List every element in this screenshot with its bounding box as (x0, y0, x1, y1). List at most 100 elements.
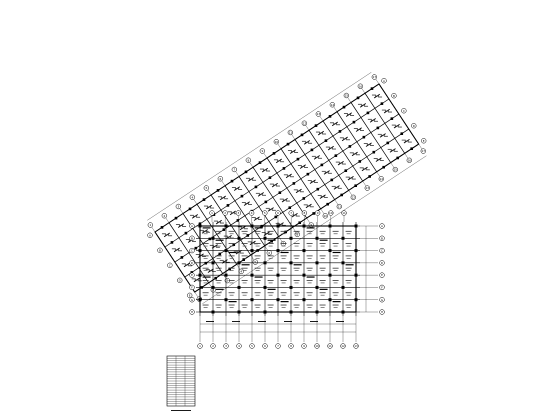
beam-annotation (380, 134, 385, 136)
beam-annotation (281, 270, 286, 271)
beam-annotation (261, 232, 266, 234)
axis-bubble-top: 8 (301, 210, 308, 216)
beam-annotation (281, 282, 286, 284)
axis-bubble-top: 8 (245, 157, 252, 163)
axis-circle (167, 262, 173, 268)
beam-annotation (247, 204, 252, 205)
beam-annotation (179, 225, 184, 226)
axis-label: 7 (277, 344, 279, 348)
beam-annotation (187, 265, 192, 267)
axis-circle (301, 120, 308, 126)
upper-wing-plan: 1122334455667788991010111112121313141415… (147, 72, 427, 304)
beam-annotation (333, 245, 338, 247)
beam-annotation (306, 255, 313, 257)
column (341, 236, 345, 240)
beam-annotation (252, 179, 257, 181)
beam-annotation (309, 206, 314, 208)
column (236, 219, 240, 222)
axis-label: 8 (247, 158, 249, 162)
beam-annotation (311, 155, 316, 157)
axis-label: 10 (324, 214, 328, 218)
axis-label: 1 (149, 223, 151, 227)
beam-annotation (281, 294, 286, 296)
axis-circle (252, 259, 258, 265)
beam-annotation (281, 307, 286, 308)
beam-annotation (307, 282, 312, 284)
beam-annotation (356, 129, 361, 130)
beam-annotation (251, 217, 256, 218)
beam-annotation (242, 257, 247, 259)
beam-annotation (254, 280, 261, 281)
column (352, 120, 356, 124)
axis-label: 2 (212, 288, 214, 292)
axis-circle (350, 194, 356, 200)
beam-annotation (294, 294, 299, 296)
beam-annotation (280, 161, 285, 163)
axis-label: 6 (268, 251, 270, 255)
beam-annotation (303, 204, 308, 206)
beam-annotation (293, 230, 300, 232)
axis-circle (222, 210, 228, 216)
column (211, 261, 215, 265)
column (250, 249, 254, 253)
column (310, 148, 314, 152)
beam-annotation (281, 257, 286, 259)
column (237, 236, 241, 240)
beam-annotation (332, 267, 339, 269)
beam-annotation (277, 160, 282, 162)
axis-bubble-top: 14 (329, 102, 336, 108)
column (328, 273, 332, 277)
axis-label: G (191, 298, 193, 302)
beam-annotation (337, 187, 342, 189)
beam-annotation (332, 280, 339, 281)
axis-bubble-bottom: 12 (340, 343, 346, 349)
beam-annotation (345, 304, 352, 306)
beam-annotation (199, 229, 204, 231)
axis-circle (353, 343, 359, 349)
beam-annotation (228, 304, 235, 306)
axis-leader (235, 171, 240, 177)
axis-circle (177, 277, 183, 284)
beam-annotation (346, 294, 351, 296)
beam-annotation (212, 245, 217, 247)
axis-circle (327, 343, 333, 349)
beam-annotation (294, 307, 299, 308)
side-bubble-right: E (421, 138, 427, 144)
beam-annotation (345, 267, 352, 269)
beam-annotation (324, 171, 329, 173)
axis-bubble-top: 5 (203, 185, 210, 191)
floor-schedule-table (166, 355, 196, 411)
beam-annotation (211, 271, 216, 272)
axis-label: E (191, 273, 193, 277)
beam-annotation (221, 197, 226, 199)
beam-annotation (331, 185, 336, 187)
beam-annotation (244, 203, 249, 204)
axis-circle (189, 260, 195, 266)
axis-label: 13 (366, 186, 370, 190)
beam-annotation (297, 165, 302, 166)
beam-annotation (205, 231, 210, 233)
column (348, 145, 352, 148)
beam-annotation (267, 280, 274, 281)
beam-annotation (229, 245, 234, 247)
column (376, 126, 380, 130)
side-bubble-left: D (177, 277, 183, 284)
beam-annotation (379, 160, 384, 161)
beam-annotation (397, 126, 402, 128)
beam-annotation (241, 255, 248, 257)
side-bubble-right: B (391, 93, 397, 99)
beam-annotation (228, 292, 235, 294)
axis-circle (245, 157, 252, 163)
axis-bubble-left: G (189, 297, 195, 303)
column (211, 285, 215, 289)
axis-label: 7 (233, 168, 235, 172)
beam-annotation (310, 181, 315, 182)
side-bubble-left: B (157, 247, 163, 253)
axis-leader (347, 97, 352, 103)
beam-annotation (281, 224, 286, 226)
beam-annotation (271, 209, 276, 211)
beam-annotation (268, 257, 273, 259)
axis-leader (418, 143, 423, 150)
beam-annotation (268, 245, 273, 247)
axis-circle (231, 166, 238, 173)
